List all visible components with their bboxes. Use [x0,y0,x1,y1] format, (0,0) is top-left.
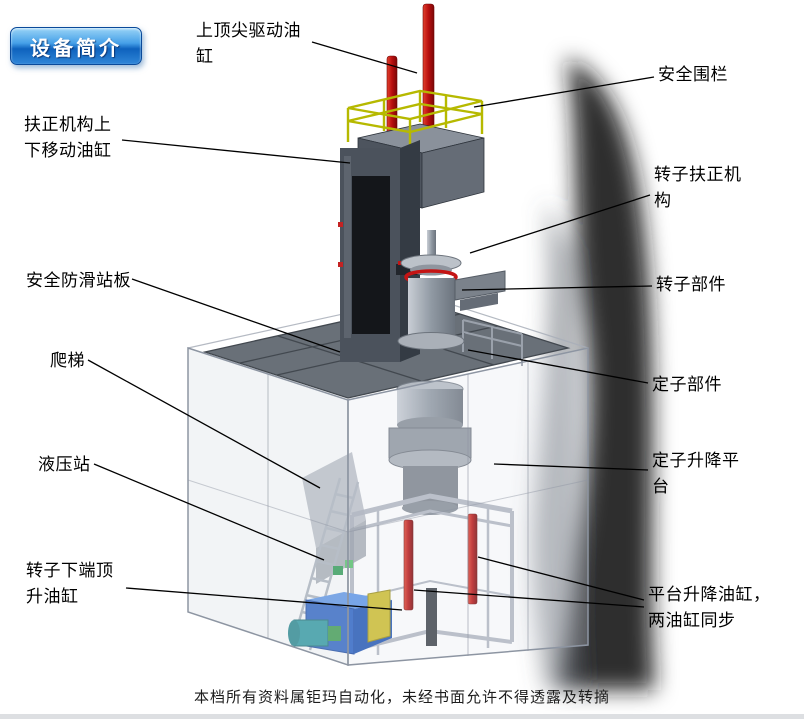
label-top-spindle-cylinder: 上顶尖驱动油缸 [196,21,301,66]
label-safety-fence: 安全围栏 [658,65,728,84]
platform-guardrail [462,319,523,366]
label-rotor-parts: 转子部件 [656,275,726,294]
leader-lines [87,41,655,611]
main-column [338,140,420,362]
label-hydraulic-station: 液压站 [38,455,91,474]
rotor-assembly [396,230,506,350]
label-centering-move-cylinder: 扶正机构上下移动油缸 [24,115,112,160]
label-stator-lift-platform: 定子升降平台 [652,451,740,496]
label-platform-lift-cylinders: 平台升降油缸，两油缸同步 [648,585,771,630]
rotor-jack-cylinder [426,588,437,646]
platform-lift-cylinders [403,513,478,611]
label-ladder: 爬梯 [50,351,85,370]
hydraulic-station-unit [288,560,392,655]
safety-fence-structure [346,89,484,152]
label-rotor-centering-mechanism: 转子扶正机构 [654,165,742,210]
label-anti-slip-platform: 安全防滑站板 [26,271,131,290]
intro-badge: 设备简介 [10,27,142,65]
label-rotor-bottom-jack-cylinder: 转子下端顶升油缸 [26,561,114,606]
cage-frame [187,346,589,667]
bottom-strip [0,714,804,719]
footer-copyright: 本档所有资料属钜玛自动化，未经书面允许不得透露及转摘 [193,690,610,706]
label-stator-parts: 定子部件 [652,375,722,394]
